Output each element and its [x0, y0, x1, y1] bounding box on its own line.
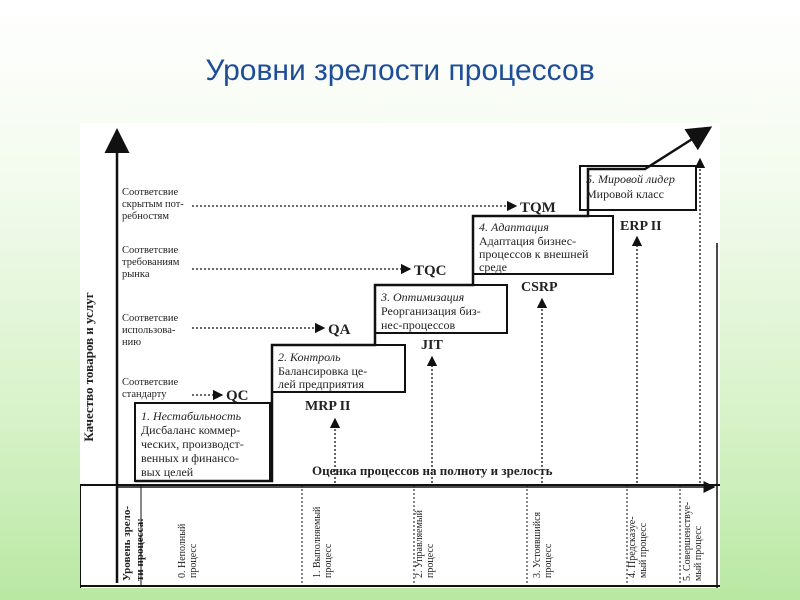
step-box-5: 5. Мировой лидер Мировой класс [579, 165, 697, 211]
maturity-diagram: Качество товаров и услуг 1. Нестабильнос… [79, 126, 720, 588]
svg-text:5. Совершенствуе-: 5. Совершенствуе- [682, 502, 693, 581]
bottom-caption: Оценка процессов на полноту и зрелость [312, 463, 553, 478]
svg-text:Соответсвие: Соответсвие [122, 187, 178, 198]
step-title: 5. Мировой лидер [586, 172, 675, 186]
step-title: 2. Контроль [278, 350, 341, 364]
svg-text:требованиям: требованиям [122, 257, 180, 268]
svg-text:ребностям: ребностям [122, 211, 169, 222]
step-text: Адаптация бизнес- [479, 234, 576, 248]
method-csrp: CSRP [521, 280, 558, 295]
left-label-hidden-needs: Соответсвие скрытым пот- ребностям TQM [122, 187, 556, 222]
svg-text:процесс: процесс [188, 543, 199, 578]
svg-text:стандарту: стандарту [122, 389, 167, 400]
svg-text:нию: нию [122, 337, 141, 348]
level-4: 4. Предсказуе- мый процесс [626, 485, 649, 586]
step-text: среде [479, 260, 507, 274]
step-text: лей предприятия [278, 377, 364, 391]
svg-text:1. Выполняемый: 1. Выполняемый [312, 506, 323, 578]
level-1: 1. Выполняемый процесс [301, 485, 334, 586]
svg-text:4. Предсказуе-: 4. Предсказуе- [627, 516, 638, 578]
svg-text:рынка: рынка [122, 269, 150, 280]
method-erp2: ERP II [620, 219, 662, 234]
step-text: процессов к внешней [479, 247, 589, 261]
step-title: 4. Адаптация [479, 220, 549, 234]
svg-text:Соответсвие: Соответсвие [122, 313, 178, 324]
svg-text:процесс: процесс [425, 543, 436, 578]
svg-text:скрытым пот-: скрытым пот- [122, 199, 184, 210]
level-0: 0. Неполный процесс [177, 523, 199, 578]
level-2: 2. Управляемый процесс [413, 485, 436, 586]
step-text: венных и финансо- [141, 451, 239, 465]
step-text: вых целей [141, 465, 194, 479]
level-5: 5. Совершенствуе- мый процесс [679, 485, 704, 586]
svg-text:мый процесс: мый процесс [693, 525, 704, 581]
svg-text:Уровень зрело-: Уровень зрело- [121, 506, 133, 581]
svg-text:мый процесс: мый процесс [638, 522, 649, 578]
level-3: 3. Устоявшийся процесс [526, 485, 554, 586]
step-text: Мировой класс [586, 187, 664, 201]
svg-text:ти процесса:: ти процесса: [134, 518, 146, 581]
slide-title: Уровни зрелости процессов [205, 54, 595, 87]
svg-text:использова-: использова- [122, 325, 176, 336]
step-box-4: 4. Адаптация Адаптация бизнес- процессов… [472, 215, 614, 275]
svg-text:процесс: процесс [323, 543, 334, 578]
step-text: Реорганизация биз- [381, 304, 481, 318]
step-title: 1. Нестабильность [141, 409, 242, 423]
y-axis-label: Качество товаров и услуг [81, 292, 96, 441]
step-text: нес-процессов [381, 318, 455, 332]
method-mrp2: MRP II [305, 399, 351, 414]
step-box-2: 2. Контроль Балансировка це- лей предпри… [271, 344, 406, 393]
tqc-label: TQC [414, 263, 447, 279]
svg-text:2. Управляемый: 2. Управляемый [414, 509, 425, 578]
left-label-standard: Соответсвие стандарту QC [122, 377, 249, 404]
tqm-label: TQM [520, 200, 556, 216]
step-text: ческих, производст- [141, 437, 244, 451]
maturity-diagram-panel: Качество товаров и услуг 1. Нестабильнос… [79, 123, 720, 588]
left-label-market: Соответсвие требованиям рынка TQC [122, 245, 447, 280]
step-box-1: 1. Нестабильность Дисбаланс коммер- ческ… [134, 402, 271, 482]
svg-text:3. Устоявшийся: 3. Устоявшийся [532, 511, 543, 578]
step-box-3: 3. Оптимизация Реорганизация биз- нес-пр… [374, 284, 508, 334]
step-title: 3. Оптимизация [380, 290, 465, 304]
svg-text:процесс: процесс [543, 543, 554, 578]
method-jit: JIT [421, 338, 443, 353]
step-text: Дисбаланс коммер- [141, 423, 240, 437]
svg-text:Соответсвие: Соответсвие [122, 245, 178, 256]
step-text: Балансировка це- [278, 364, 367, 378]
qc-label: QC [226, 388, 249, 404]
svg-text:0. Неполный: 0. Неполный [177, 523, 188, 578]
qa-label: QA [328, 322, 351, 338]
left-label-usage: Соответсвие использова- нию QA [122, 313, 351, 348]
bottom-row-label: Уровень зрело- ти процесса: [121, 506, 146, 581]
svg-text:Соответсвие: Соответсвие [122, 377, 178, 388]
